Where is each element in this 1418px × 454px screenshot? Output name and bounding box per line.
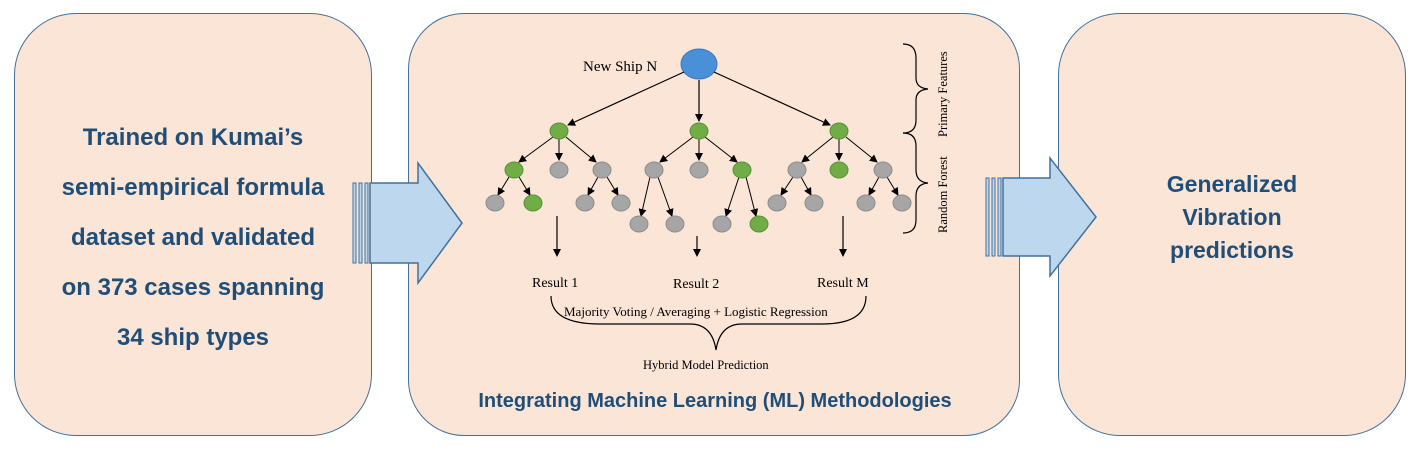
training-line: Trained on Kumai’s [82,124,304,151]
tree-node-inactive [712,215,732,233]
tree-node-active [829,161,849,179]
output-panel [1058,13,1406,436]
tree-nodes [485,122,912,233]
result-1-label: Result 1 [532,276,578,291]
tree-node-inactive [873,161,893,179]
output-description: Generalized Vibration predictions [1120,168,1344,267]
tree-3-edges [780,136,899,196]
training-line: dataset and validated [70,224,316,251]
tree-node-inactive [575,194,595,212]
input-flow-arrow [352,160,463,286]
training-line: semi-empirical formula [61,174,325,201]
result-m-label: Result M [817,276,869,291]
output-line: Vibration [1182,204,1282,230]
root-node [680,48,718,80]
training-panel [14,13,372,436]
training-line: 34 ship types [116,324,270,351]
tree-node-active [732,161,752,179]
ml-panel-title: Integrating Machine Learning (ML) Method… [478,390,952,412]
tree-node-inactive [592,161,612,179]
primary-features-label: Primary Features [936,51,950,137]
tree-node-active [829,122,849,140]
output-flow-arrow [985,155,1097,279]
aggregation-brace [550,295,867,351]
tree-node-inactive [665,215,685,233]
root-label: New Ship N [583,59,657,75]
tree-node-inactive [549,161,569,179]
tree-node-inactive [644,161,664,179]
tree-node-inactive [892,194,912,212]
tree-node-active [549,122,569,140]
output-line: predictions [1170,237,1294,263]
tree-1-edges [497,136,619,196]
random-forest-brace [902,132,929,234]
result-arrows [553,216,847,257]
root-edges [567,71,831,126]
tree-node-active [749,215,769,233]
final-prediction-label: Hybrid Model Prediction [643,358,769,372]
tree-node-inactive [629,215,649,233]
output-line: Generalized [1166,171,1298,197]
tree-node-active [523,194,543,212]
primary-features-brace [902,43,929,134]
random-forest-label: Random Forest [936,156,950,233]
tree-node-inactive [856,194,876,212]
tree-node-inactive [611,194,631,212]
tree-node-inactive [689,161,709,179]
tree-node-inactive [804,194,824,212]
tree-node-active [689,122,709,140]
tree-node-active [504,161,524,179]
aggregation-label: Majority Voting / Averaging + Logistic R… [564,304,828,319]
tree-node-inactive [787,161,807,179]
tree-node-inactive [767,194,787,212]
tree-node-inactive [485,194,505,212]
result-2-label: Result 2 [673,277,719,292]
training-line: on 373 cases spanning [61,274,325,301]
training-description: Trained on Kumai’s semi-empirical formul… [28,113,358,363]
tree-2-edges [638,136,759,217]
